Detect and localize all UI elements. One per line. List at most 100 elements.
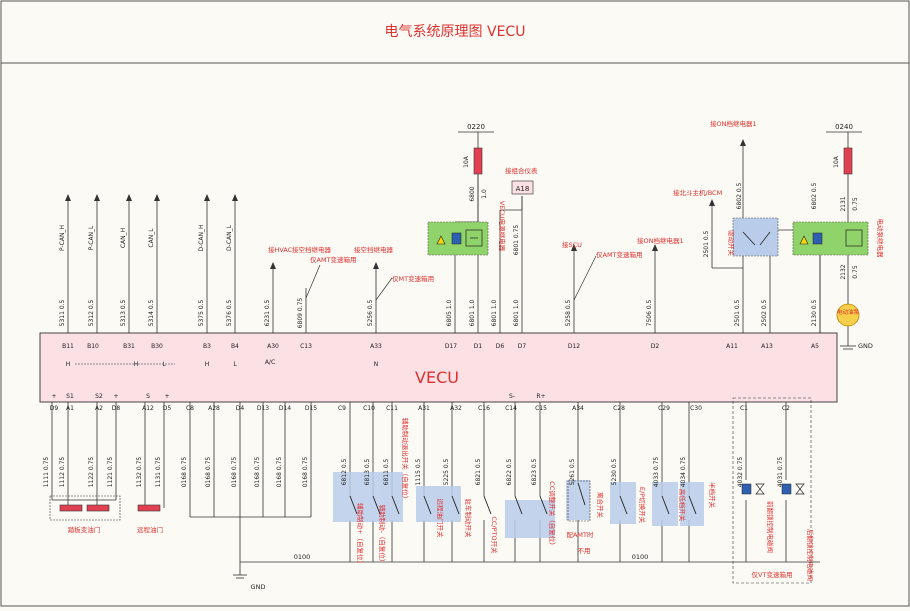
bottom-note-7: 辅助制动-（自复位） — [378, 505, 387, 566]
bottom-wire-2: 1122 0.75 — [88, 457, 95, 488]
top-wire-11: 6801 1.0 — [491, 299, 498, 326]
bottom-pin-12: C9 — [338, 405, 346, 412]
top-wire-15: 2501 0.5 — [734, 299, 741, 326]
top-pin-sub-4: L — [233, 361, 237, 368]
bottom-pin-sub-7: R+ — [536, 393, 545, 400]
vt-only-box — [732, 397, 812, 584]
bottom-wire-14: 6811 0.5 — [383, 458, 390, 485]
fuse-0220-label: 0220 — [467, 123, 485, 131]
bottom-pin-sub-0: + — [51, 393, 56, 400]
a18-label: A18 — [516, 185, 530, 193]
vecu-label: VECU — [415, 368, 459, 387]
top-note-0: 接HVAC — [268, 245, 293, 254]
top-wire-8: 5256 0.5 — [367, 299, 374, 326]
top-wire-3: 5314 0.5 — [148, 299, 155, 326]
bottom-wire-23: 4034 0.75 — [680, 457, 687, 488]
top-wire-0: 5311 0.5 — [59, 299, 66, 326]
bottom-note-19: 0100 — [632, 553, 649, 561]
upper-wire-2: 6801 0.75 — [513, 225, 520, 256]
bottom-pin-3: D8 — [112, 405, 121, 412]
bottom-pin-7: A28 — [208, 405, 220, 412]
bottom-wire-13: 6813 0.5 — [364, 458, 371, 485]
bottom-wire-9: 0168 0.75 — [254, 457, 261, 488]
bottom-note-17: 远程油门 — [137, 525, 163, 534]
top-note-15: GND — [858, 342, 873, 350]
bottom-note-16: 踏板变油门 — [68, 525, 101, 534]
front-lock-valve — [741, 483, 765, 495]
bottom-pin-5: D5 — [163, 405, 172, 412]
top-wire-10: 6801 1.0 — [469, 299, 476, 326]
top-pin-12: D7 — [518, 343, 527, 350]
top-note-13: 电动泵继电器 — [876, 219, 885, 259]
top-pin-8: A33 — [370, 343, 382, 350]
top-pin-6: A30 — [267, 343, 279, 350]
bottom-wire-7: 0168 0.75 — [205, 457, 212, 488]
remote-throttle-resistor — [137, 504, 161, 512]
bottom-wire-12: 6812 0.5 — [341, 458, 348, 485]
bottom-pin-9: D13 — [257, 405, 269, 412]
leader-lines — [305, 255, 597, 301]
top-pin-2: B31 — [123, 343, 135, 350]
bottom-pin-1: A1 — [66, 405, 74, 412]
bottom-note-15: 仅VT变速箱用 — [752, 570, 793, 579]
bottom-pin-6: C8 — [186, 405, 194, 412]
a18-box — [511, 180, 534, 195]
bottom-note-8: 辅助制动退出开关（自复位） — [401, 418, 410, 503]
bottom-pin-16: A32 — [450, 405, 462, 412]
bottom-wire-20: 5261 0.5 — [569, 458, 576, 485]
bottom-pin-24: C1 — [740, 405, 748, 412]
top-note-11: 接ON档继电器1 — [710, 119, 757, 128]
bottom-wire-18: 6822 0.5 — [506, 458, 513, 485]
sheet-title: 电气系统原理图 VECU — [385, 24, 526, 40]
top-pin-sub-1: H — [134, 361, 139, 368]
top-note-4: 仅MT变速箱用 — [392, 274, 434, 283]
top-note-6: 接组合仪表 — [505, 166, 538, 175]
bottom-wire-4: 1132 0.75 — [136, 457, 143, 488]
bottom-note-18: 0100 — [294, 553, 311, 561]
bottom-wire-25: 4031 0.75 — [777, 457, 784, 488]
bottom-note-3: 半档开关 — [708, 482, 717, 509]
bottom-pin-2: A2 — [95, 405, 103, 412]
fuse-0240-label: 0240 — [835, 123, 853, 131]
bottom-pin-21: C28 — [613, 405, 625, 412]
rear-lock-valve — [781, 483, 805, 495]
bottom-pin-19: C15 — [535, 405, 547, 412]
electric-pump — [836, 303, 860, 327]
top-pin-10: D1 — [474, 343, 483, 350]
clutch-switch-box — [567, 480, 591, 522]
pedal-resistor-1 — [59, 504, 83, 512]
bottom-note-13: 配AMT时 — [566, 530, 594, 539]
up-arrows — [65, 139, 746, 269]
top-wire-17: 2130 0.5 — [811, 299, 818, 326]
vecu-power-relay — [427, 221, 489, 256]
bottom-pin-0: D9 — [50, 405, 59, 412]
bottom-note-12: CC调整开关（自复位） — [548, 481, 557, 549]
bottom-pin-14: C11 — [386, 405, 398, 412]
bottom-pin-18: C14 — [505, 405, 517, 412]
top-pin-17: A5 — [811, 343, 819, 350]
bottom-wire-6: 0168 0.75 — [181, 457, 188, 488]
top-note-7: 接SCU — [562, 240, 582, 249]
bottom-note-0: 离合开关 — [596, 492, 605, 519]
top-wire-14: 7506 0.5 — [646, 299, 653, 326]
bottom-pin-11: D15 — [305, 405, 317, 412]
top-pin-sub-2: L — [162, 361, 166, 368]
bottom-note-10: 驻车制动开关 — [464, 499, 473, 539]
upper-wire-6: 2131 — [840, 196, 847, 211]
upper-wire-0: 6800 — [469, 186, 476, 201]
bottom-pin-15: A31 — [418, 405, 430, 412]
top-wire-13: 5258 0.5 — [565, 299, 572, 326]
can-label-0: P-CAN_H — [59, 225, 66, 251]
top-note-10: 接北斗主机/BCM — [673, 188, 722, 197]
top-pin-sub-3: H — [205, 361, 210, 368]
top-wire-1: 5312 0.5 — [88, 299, 95, 326]
top-note-12: 驱动开关 — [727, 230, 736, 257]
top-pin-4: B3 — [203, 343, 211, 350]
upper-wire-8: 2132 — [840, 264, 847, 279]
bottom-note-11: CC/PTO开关 — [490, 516, 499, 554]
can-label-5: D-CAN_L — [226, 224, 233, 251]
top-note-14: 电动油泵 — [837, 308, 860, 316]
bottom-pin-sub-5: + — [164, 393, 169, 400]
